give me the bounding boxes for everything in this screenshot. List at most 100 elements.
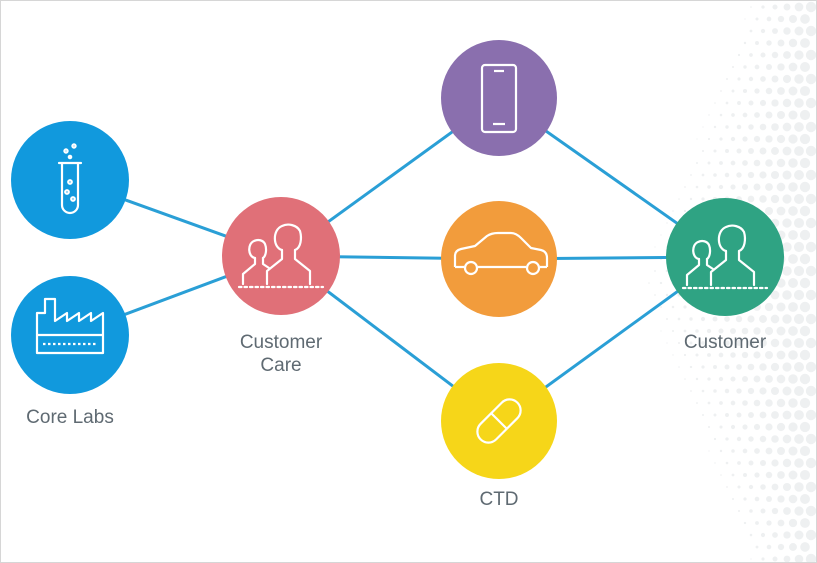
pattern-dot [741, 351, 749, 359]
pattern-dot [761, 5, 765, 9]
pattern-dot [759, 147, 767, 155]
pattern-dot [770, 386, 780, 396]
pattern-dot [666, 222, 668, 224]
mobile-node [441, 40, 557, 156]
pattern-dot [725, 461, 729, 465]
pattern-dot [730, 184, 736, 190]
pattern-dot [770, 290, 780, 300]
pattern-dot [730, 328, 736, 334]
pattern-dot [765, 375, 773, 383]
pattern-dot [805, 241, 816, 253]
pattern-dot [671, 305, 675, 309]
pattern-dot [771, 411, 779, 419]
pattern-dot [683, 329, 687, 333]
pattern-dot [753, 351, 761, 359]
pattern-dot [805, 313, 816, 325]
pattern-dot [718, 352, 724, 358]
pattern-dot [742, 136, 748, 142]
pattern-dot [776, 302, 786, 312]
pattern-dot [748, 76, 754, 82]
pattern-dot [765, 63, 773, 71]
pattern-dot [799, 325, 811, 337]
pattern-dot [777, 519, 785, 527]
pattern-dot [799, 109, 811, 121]
pattern-dot [760, 484, 766, 490]
pattern-dot [736, 412, 742, 418]
ctd-node [441, 363, 557, 479]
pattern-dot [731, 65, 735, 69]
pattern-dot [776, 398, 786, 408]
pattern-dot [730, 376, 736, 382]
pattern-dot [747, 195, 755, 203]
pattern-dot [748, 412, 754, 418]
pattern-dot [794, 386, 804, 396]
pattern-dot [799, 157, 811, 169]
pattern-dot [748, 436, 754, 442]
pattern-dot [793, 313, 805, 325]
pattern-dot [701, 173, 705, 177]
pattern-dot [747, 363, 755, 371]
pattern-dot [713, 413, 717, 417]
pattern-dot [759, 411, 767, 419]
pattern-dot [799, 469, 811, 481]
pattern-dot [720, 474, 722, 476]
pattern-dot [749, 53, 753, 57]
pattern-dot [788, 254, 798, 264]
pattern-dot [725, 101, 729, 105]
pattern-dot [782, 218, 792, 228]
pattern-dot [713, 173, 717, 177]
pattern-dot [677, 317, 681, 321]
pattern-dot [718, 376, 724, 382]
pattern-dot [788, 494, 798, 504]
pattern-dot [754, 112, 760, 118]
pattern-dot [707, 401, 711, 405]
pattern-dot [654, 270, 656, 272]
pattern-dot [766, 520, 772, 526]
pattern-dot [759, 171, 767, 179]
pattern-dot [731, 473, 735, 477]
pattern-dot [707, 137, 711, 141]
pattern-dot [805, 25, 816, 37]
pattern-dot [799, 373, 811, 385]
pattern-dot [782, 98, 792, 108]
pattern-dot [743, 521, 747, 525]
pattern-dot [731, 113, 735, 117]
pattern-dot [783, 507, 791, 515]
pattern-dot [805, 553, 816, 562]
smartphone-icon [480, 63, 518, 134]
pattern-dot [800, 494, 810, 504]
pattern-dot [718, 328, 724, 334]
pattern-dot [741, 327, 749, 335]
pattern-dot [718, 184, 724, 190]
pattern-dot [765, 87, 773, 95]
pattern-dot [770, 194, 780, 204]
pattern-dot [761, 557, 765, 561]
pattern-dot [719, 449, 723, 453]
pattern-dot [730, 136, 736, 142]
pattern-dot [788, 62, 798, 72]
pattern-dot [805, 1, 816, 13]
pattern-dot [689, 365, 693, 369]
pattern-dot [788, 302, 798, 312]
pattern-dot [764, 206, 774, 216]
pattern-dot [794, 2, 804, 12]
ctd-label: CTD [479, 489, 519, 510]
pattern-dot [742, 472, 748, 478]
pattern-dot [754, 448, 760, 454]
pattern-dot [777, 447, 785, 455]
pattern-dot [696, 138, 698, 140]
pattern-dot [794, 554, 804, 562]
pattern-dot [750, 558, 752, 560]
pattern-dot [770, 314, 780, 324]
pattern-dot [759, 123, 767, 131]
pattern-dot [749, 533, 753, 537]
pattern-dot [800, 62, 810, 72]
pattern-dot [737, 101, 741, 105]
pattern-dot [672, 210, 674, 212]
test-tube-icon [57, 143, 83, 215]
pattern-dot [800, 518, 810, 528]
pattern-dot [793, 217, 805, 229]
factory-icon [35, 297, 105, 355]
pattern-dot [701, 365, 705, 369]
